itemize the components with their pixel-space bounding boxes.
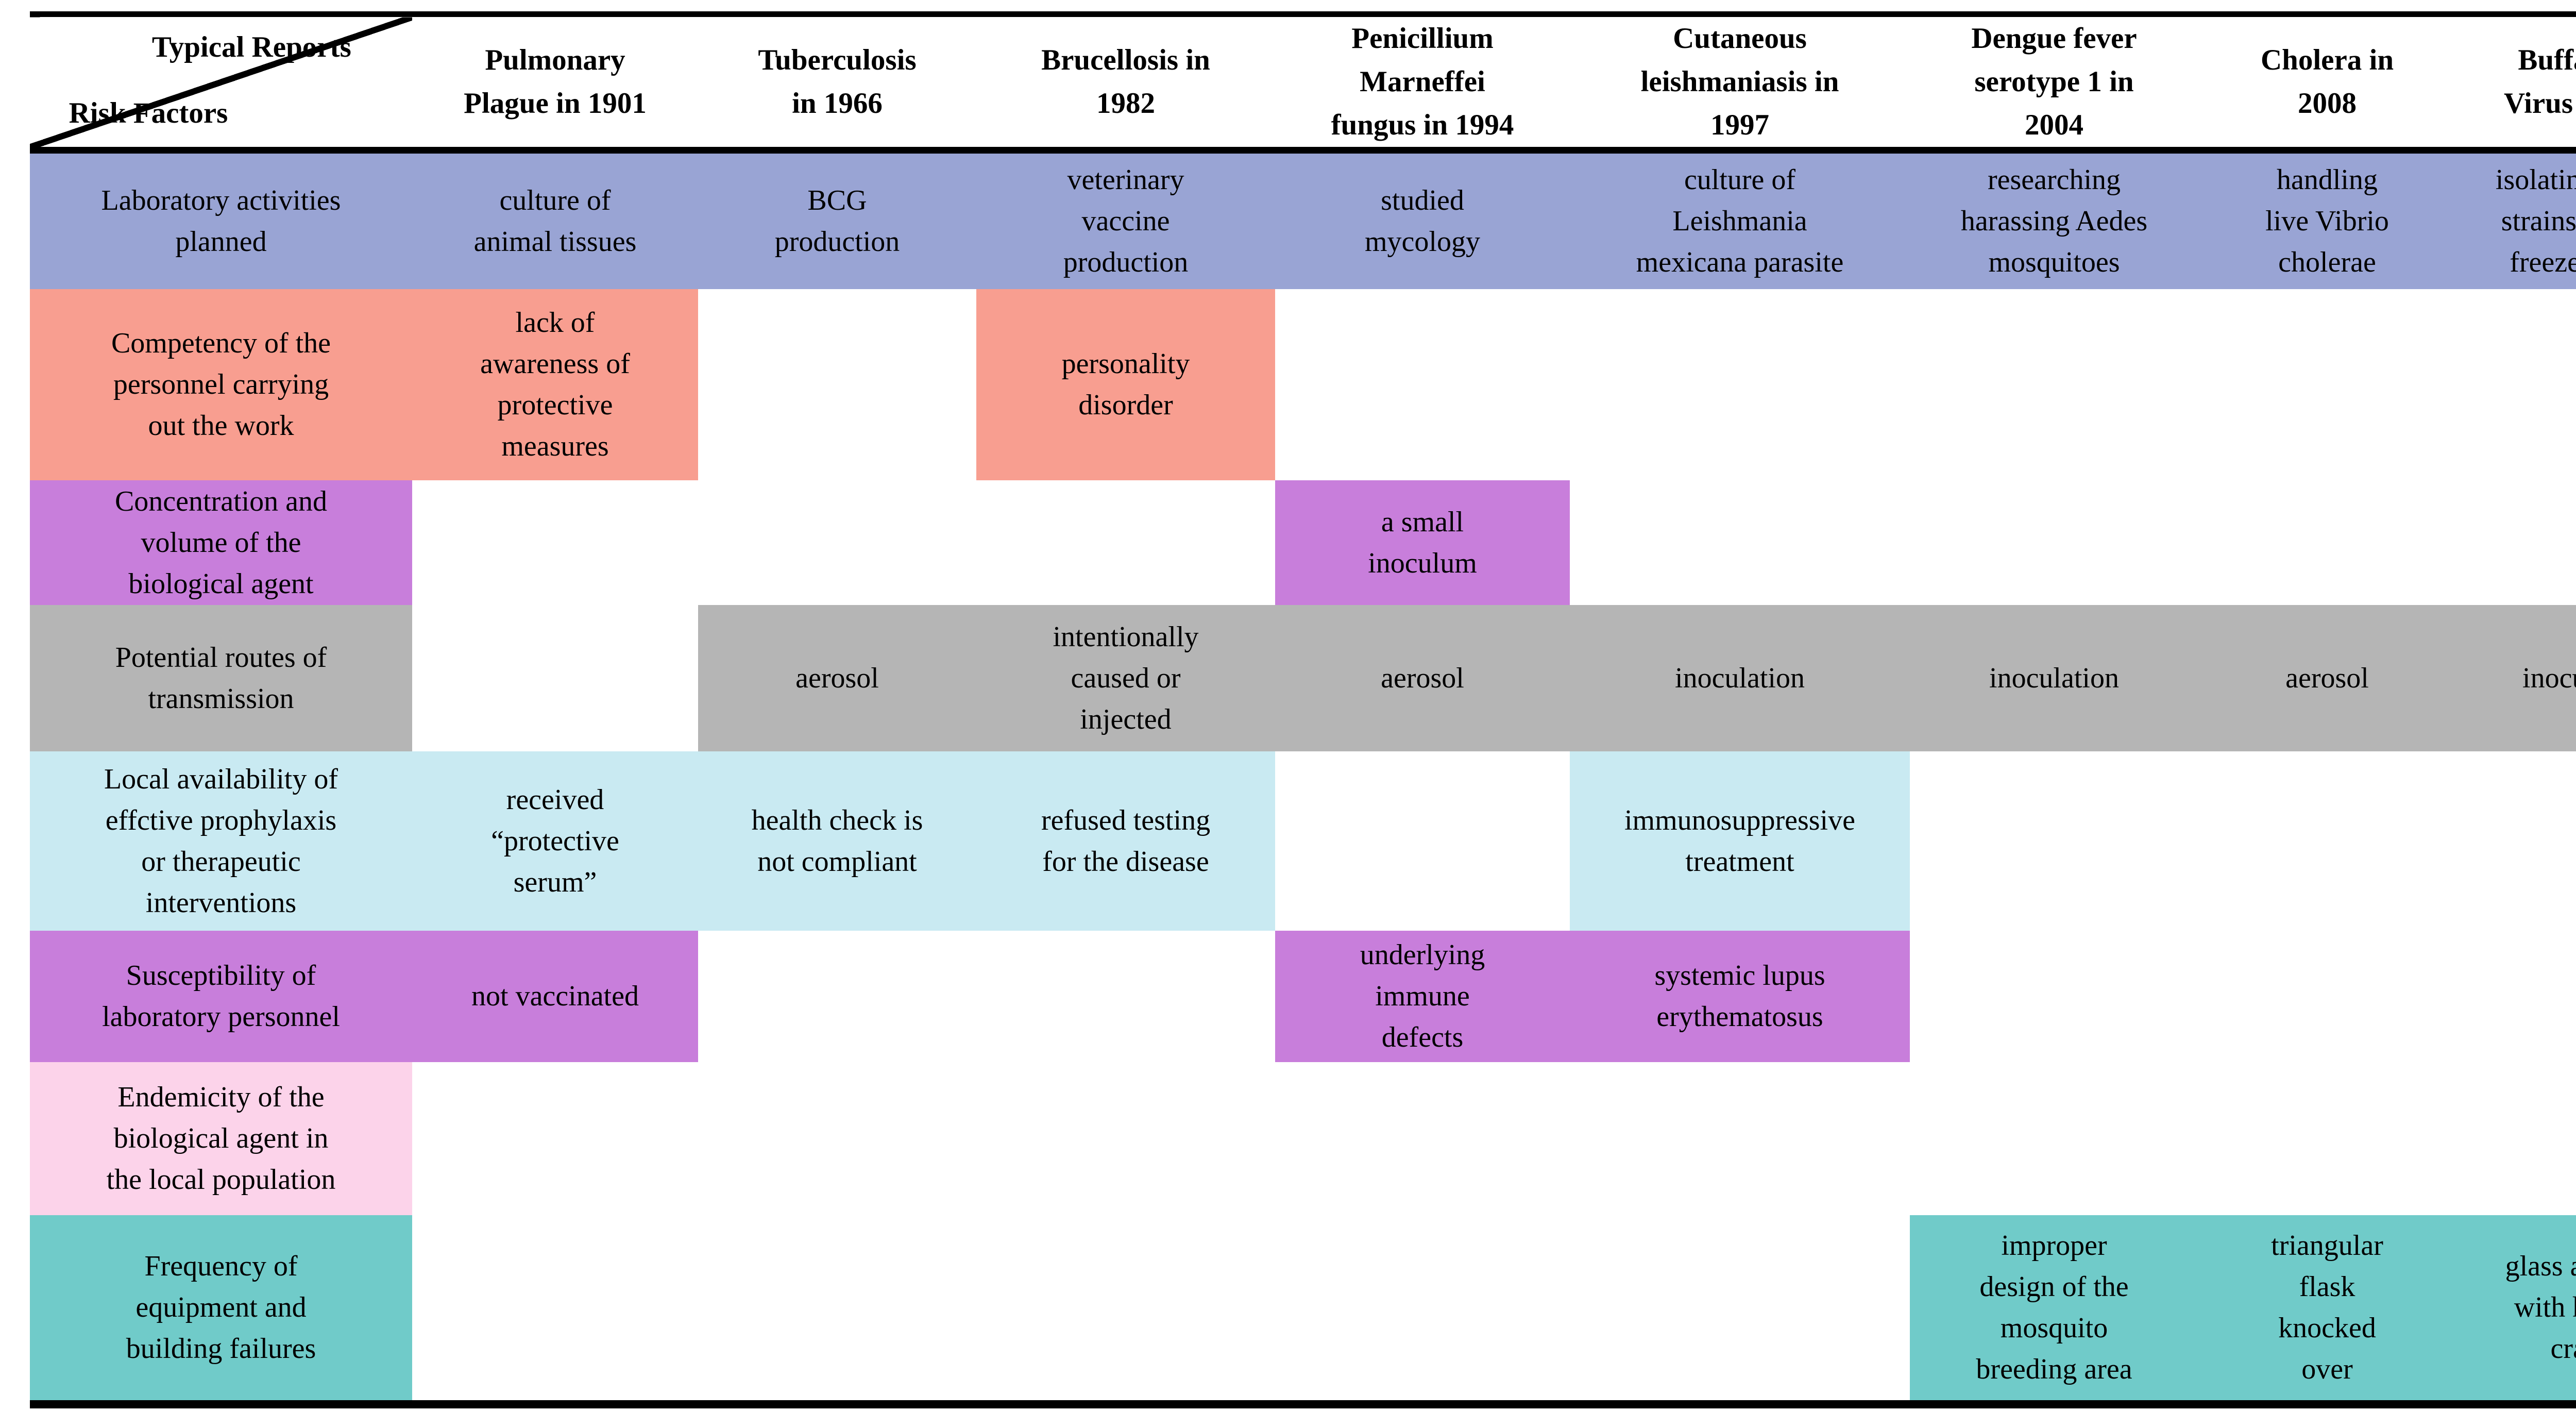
cell-r6-c1 (698, 1062, 976, 1215)
column-header-5: Dengue fever serotype 1 in 2004 (1910, 14, 2198, 150)
column-header-1: Tuberculosis in 1966 (698, 14, 976, 150)
corner-top-label: Typical Reports (151, 31, 351, 63)
table-row-7: Frequency of equipment and building fail… (30, 1215, 2576, 1404)
cell-r2-c3: a small inoculum (1275, 480, 1570, 605)
row-label-5: Susceptibility of laboratory personnel (30, 930, 412, 1062)
cell-r5-c7 (2456, 930, 2576, 1062)
cell-r1-c2: personality disorder (976, 289, 1275, 480)
cell-r1-c1 (698, 289, 976, 480)
cell-r2-c1 (698, 480, 976, 605)
cell-r0-c5: researching harassing Aedes mosquitoes (1910, 150, 2198, 289)
row-label-4: Local availability of effctive prophylax… (30, 751, 412, 931)
cell-r1-c0: lack of awareness of protective measures (412, 289, 698, 480)
table-row-2: Concentration and volume of the biologic… (30, 480, 2576, 605)
table-row-6: Endemicity of the biological agent in th… (30, 1062, 2576, 1215)
cell-r7-c7: glass ampoule with hairline cracks (2456, 1215, 2576, 1404)
row-label-3: Potential routes of transmission (30, 604, 412, 751)
table-header: Typical Reports Risk Factors Pulmonary P… (30, 14, 2576, 150)
row-label-6: Endemicity of the biological agent in th… (30, 1062, 412, 1215)
cell-r3-c3: aerosol (1275, 604, 1570, 751)
table-figure: Typical Reports Risk Factors Pulmonary P… (30, 11, 2576, 1408)
cell-r2-c0 (412, 480, 698, 605)
cell-r7-c4 (1570, 1215, 1910, 1404)
cell-r6-c5 (1910, 1062, 2198, 1215)
cell-r5-c2 (976, 930, 1275, 1062)
cell-r3-c1: aerosol (698, 604, 976, 751)
cell-r2-c2 (976, 480, 1275, 605)
cell-r5-c3: underlying immune defects (1275, 930, 1570, 1062)
cell-r5-c1 (698, 930, 976, 1062)
cell-r1-c7 (2456, 289, 2576, 480)
table-row-1: Competency of the personnel carrying out… (30, 289, 2576, 480)
cell-r3-c7: inoculation (2456, 604, 2576, 751)
column-header-2: Brucellosis in 1982 (976, 14, 1275, 150)
cell-r3-c5: inoculation (1910, 604, 2198, 751)
cell-r0-c7: isolating BPXV strains through freeze-dr… (2456, 150, 2576, 289)
cell-r6-c6 (2198, 1062, 2456, 1215)
cell-r2-c4 (1570, 480, 1910, 605)
cell-r3-c4: inoculation (1570, 604, 1910, 751)
row-label-2: Concentration and volume of the biologic… (30, 480, 412, 605)
row-label-0: Laboratory activities planned (30, 150, 412, 289)
cell-r2-c7 (2456, 480, 2576, 605)
cell-r5-c5 (1910, 930, 2198, 1062)
cell-r6-c7 (2456, 1062, 2576, 1215)
corner-cell: Typical Reports Risk Factors (30, 14, 412, 150)
cell-r0-c1: BCG production (698, 150, 976, 289)
column-header-3: Penicillium Marneffei fungus in 1994 (1275, 14, 1570, 150)
cell-r1-c3 (1275, 289, 1570, 480)
cell-r5-c0: not vaccinated (412, 930, 698, 1062)
cell-r0-c6: handling live Vibrio cholerae (2198, 150, 2456, 289)
cell-r6-c3 (1275, 1062, 1570, 1215)
table-row-4: Local availability of effctive prophylax… (30, 751, 2576, 931)
cell-r2-c5 (1910, 480, 2198, 605)
cell-r7-c3 (1275, 1215, 1570, 1404)
column-header-4: Cutaneous leishmaniasis in 1997 (1570, 14, 1910, 150)
header-row: Typical Reports Risk Factors Pulmonary P… (30, 14, 2576, 150)
cell-r0-c3: studied mycology (1275, 150, 1570, 289)
cell-r2-c6 (2198, 480, 2456, 605)
cell-r5-c6 (2198, 930, 2456, 1062)
cell-r4-c6 (2198, 751, 2456, 931)
risk-factors-table: Typical Reports Risk Factors Pulmonary P… (30, 11, 2576, 1408)
cell-r4-c4: immunosuppressive treatment (1570, 751, 1910, 931)
cell-r0-c2: veterinary vaccine production (976, 150, 1275, 289)
column-header-7: Buffalopox Virus in 2014 (2456, 14, 2576, 150)
column-header-0: Pulmonary Plague in 1901 (412, 14, 698, 150)
cell-r6-c0 (412, 1062, 698, 1215)
cell-r7-c5: improper design of the mosquito breeding… (1910, 1215, 2198, 1404)
cell-r4-c3 (1275, 751, 1570, 931)
row-label-1: Competency of the personnel carrying out… (30, 289, 412, 480)
cell-r0-c0: culture of animal tissues (412, 150, 698, 289)
cell-r0-c4: culture of Leishmania mexicana parasite (1570, 150, 1910, 289)
cell-r3-c0 (412, 604, 698, 751)
corner-bottom-label: Risk Factors (69, 97, 228, 129)
cell-r1-c5 (1910, 289, 2198, 480)
cell-r3-c2: intentionally caused or injected (976, 604, 1275, 751)
cell-r4-c5 (1910, 751, 2198, 931)
cell-r1-c6 (2198, 289, 2456, 480)
cell-r7-c0 (412, 1215, 698, 1404)
cell-r4-c1: health check is not compliant (698, 751, 976, 931)
cell-r7-c6: triangular flask knocked over (2198, 1215, 2456, 1404)
cell-r1-c4 (1570, 289, 1910, 480)
cell-r3-c6: aerosol (2198, 604, 2456, 751)
cell-r4-c7 (2456, 751, 2576, 931)
cell-r6-c2 (976, 1062, 1275, 1215)
cell-r7-c2 (976, 1215, 1275, 1404)
cell-r4-c2: refused testing for the disease (976, 751, 1275, 931)
cell-r4-c0: received “protective serum” (412, 751, 698, 931)
cell-r5-c4: systemic lupus erythematosus (1570, 930, 1910, 1062)
column-header-6: Cholera in 2008 (2198, 14, 2456, 150)
row-label-7: Frequency of equipment and building fail… (30, 1215, 412, 1404)
cell-r7-c1 (698, 1215, 976, 1404)
cell-r6-c4 (1570, 1062, 1910, 1215)
